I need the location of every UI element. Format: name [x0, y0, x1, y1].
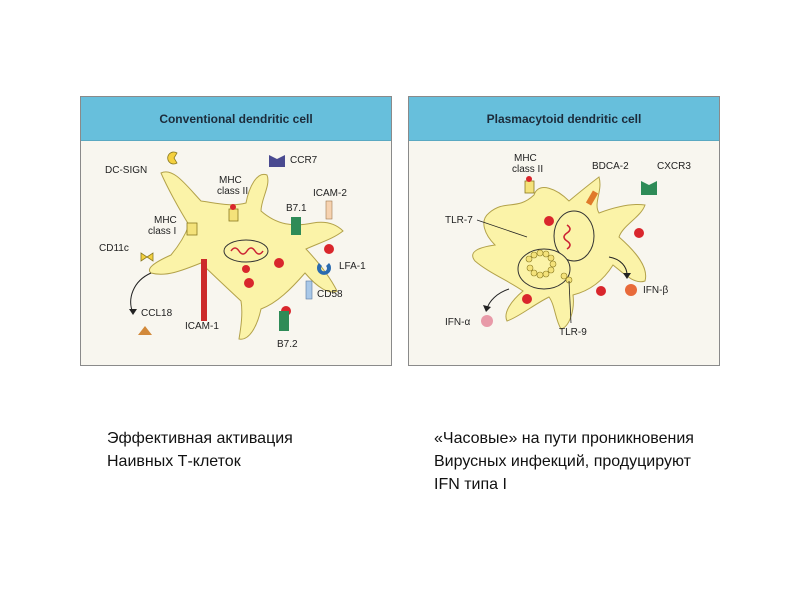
cd11c-receptor: [141, 253, 153, 261]
ccl18-arrow: [131, 273, 151, 313]
plasmacytoid-dc-panel: Plasmacytoid dendritic cell MHC class II…: [408, 96, 720, 366]
caption-line: IFN типа I: [434, 473, 774, 496]
mhc-i-receptor: [187, 223, 197, 235]
panel-title: Plasmacytoid dendritic cell: [409, 97, 719, 141]
label-lfa-1: LFA-1: [339, 261, 366, 272]
icam-1-receptor: [201, 259, 207, 321]
label-mhc-ii-2: class II: [512, 164, 543, 175]
label-mhc-i-2: class I: [148, 226, 176, 237]
caption-line: Наивных Т-клеток: [107, 450, 397, 473]
granule: [522, 294, 532, 304]
granule: [634, 228, 644, 238]
granule: [244, 278, 254, 288]
label-ifn-beta: IFN-β: [643, 285, 668, 296]
label-mhc-ii-1: MHC: [219, 175, 242, 186]
label-ccr7: CCR7: [290, 155, 318, 166]
label-cxcr3: CXCR3: [657, 161, 691, 172]
mhc-ii-receptor: [525, 181, 534, 193]
granule: [274, 258, 284, 268]
label-dc-sign: DC-SIGN: [105, 165, 147, 176]
ifn-beta-molecule: [625, 284, 637, 296]
caption-line: Вирусных инфекций, продуцируют: [434, 450, 774, 473]
b7-2-receptor: [279, 311, 289, 331]
plasmacytoid-dc-diagram: MHC class II BDCA-2 CXCR3 TLR-7 IFN-β IF…: [409, 141, 720, 366]
ccl18-triangle: [138, 326, 152, 335]
ifn-alpha-molecule: [481, 315, 493, 327]
label-b7-2: B7.2: [277, 339, 298, 350]
granule: [324, 244, 334, 254]
icam-2-receptor: [326, 201, 332, 219]
label-b7-1: B7.1: [286, 203, 307, 214]
nucleus: [224, 240, 268, 262]
caption-conventional: Эффективная активация Наивных Т-клеток: [107, 427, 397, 473]
mhc-ii-peptide: [526, 176, 532, 182]
label-cd11c: CD11c: [99, 243, 129, 254]
caption-line: «Часовые» на пути проникновения: [434, 427, 774, 450]
label-tlr-9: TLR-9: [559, 327, 587, 338]
b7-1-receptor: [291, 217, 301, 235]
ifn-alpha-arrow: [487, 289, 509, 309]
ifn-alpha-arrowhead: [483, 305, 491, 312]
granule: [544, 216, 554, 226]
label-mhc-ii-1: MHC: [514, 153, 537, 164]
caption-line: Эффективная активация: [107, 427, 397, 450]
conventional-dc-diagram: DC-SIGN CCR7 MHC class II ICAM-2 B7.1 MH…: [81, 141, 392, 366]
cd58-receptor: [306, 281, 312, 299]
label-bdca-2: BDCA-2: [592, 161, 629, 172]
granule: [596, 286, 606, 296]
panel-title: Conventional dendritic cell: [81, 97, 391, 141]
label-mhc-i-1: MHC: [154, 215, 177, 226]
label-icam-1: ICAM-1: [185, 321, 219, 332]
ccr7-receptor: [269, 155, 285, 167]
label-ifn-alpha: IFN-α: [445, 317, 470, 328]
conventional-dc-panel: Conventional dendritic cell DC-SIGN CCR7…: [80, 96, 392, 366]
mhc-ii-peptide: [230, 204, 236, 210]
label-cd58: CD58: [317, 289, 343, 300]
label-ccl18: CCL18: [141, 308, 173, 319]
dc-sign-receptor: [168, 152, 177, 164]
granule: [242, 265, 250, 273]
label-icam-2: ICAM-2: [313, 188, 347, 199]
label-tlr-7: TLR-7: [445, 215, 473, 226]
mhc-ii-receptor: [229, 209, 238, 221]
caption-plasmacytoid: «Часовые» на пути проникновения Вирусных…: [434, 427, 774, 496]
label-mhc-ii-2: class II: [217, 186, 248, 197]
cxcr3-receptor: [641, 181, 657, 195]
ccl18-arrowhead: [129, 309, 137, 315]
